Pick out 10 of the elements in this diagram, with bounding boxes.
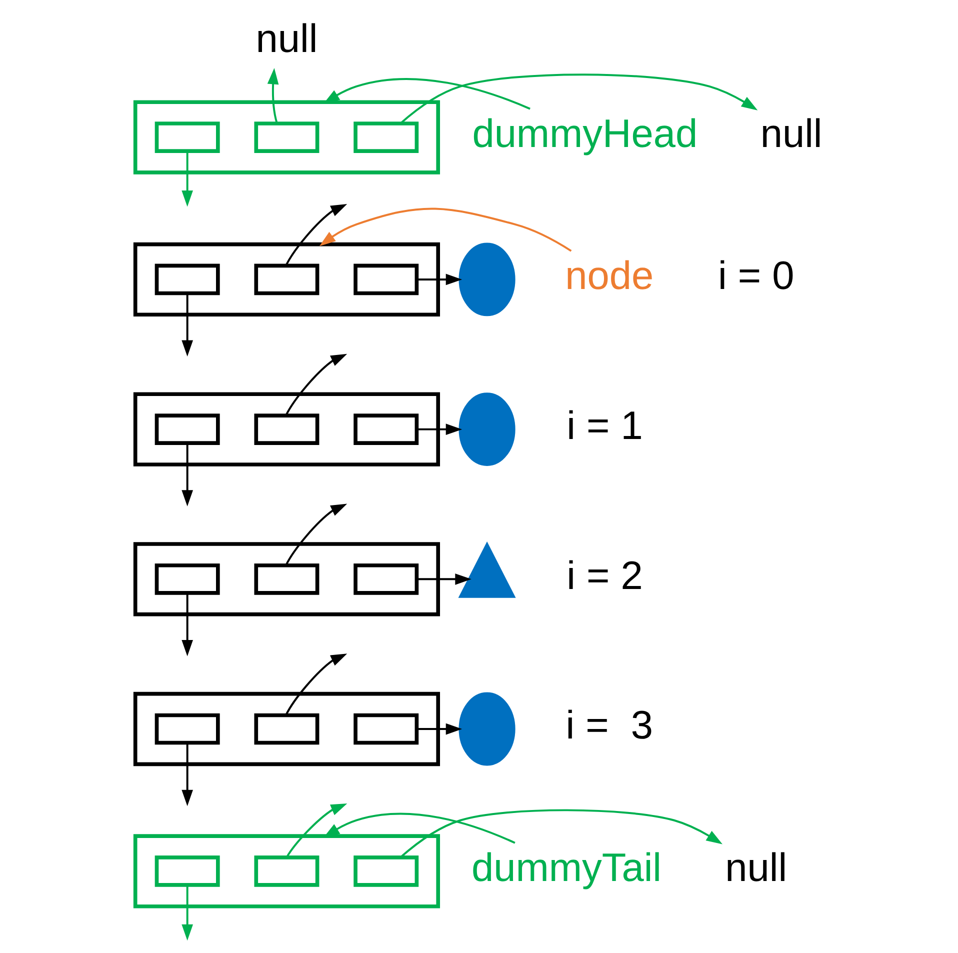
node-text: dummyHead [472,112,698,156]
label: i = 1 [566,404,643,448]
node-text: node [565,254,654,298]
node-text: dummyTail [472,846,662,890]
label: i = 0 [718,254,794,298]
node-text: null [256,17,318,62]
label: i = 3 [566,704,653,748]
node-text: null [760,112,822,156]
node-text: null [725,846,788,890]
label: i = 2 [566,554,643,598]
